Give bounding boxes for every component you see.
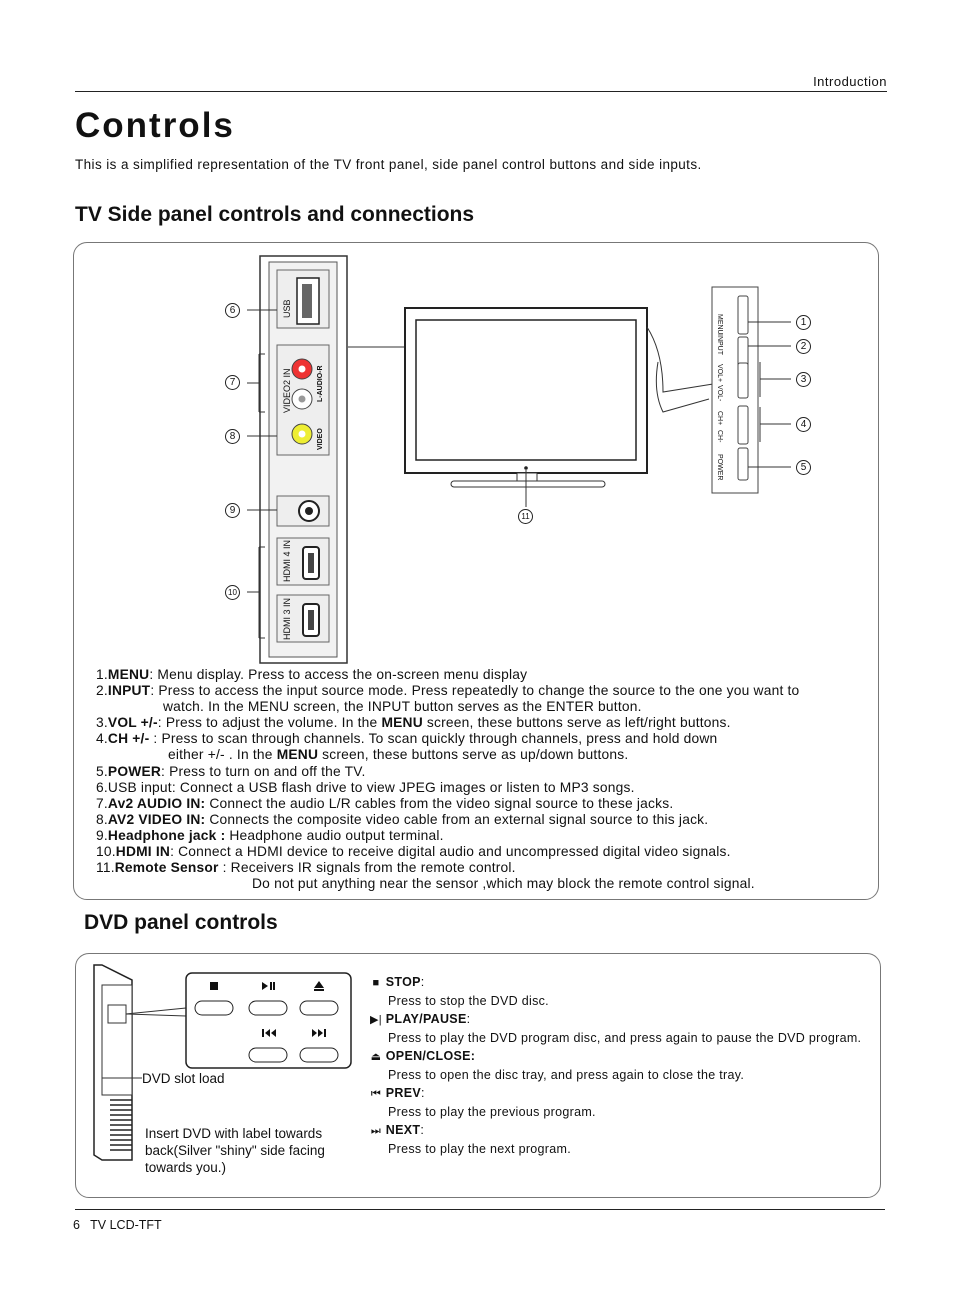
side-panel-diagram <box>247 255 791 664</box>
callout-2: 2 <box>796 339 811 354</box>
dvd-insert-note: Insert DVD with label towards back(Silve… <box>145 1126 325 1175</box>
dvd-panel-box <box>75 953 881 1198</box>
list-item: ▶| PLAY/PAUSE: Press to play the DVD pro… <box>370 1012 862 1045</box>
callout-1: 1 <box>796 315 811 330</box>
controls-list: 1.MENU: Menu display. Press to access th… <box>96 667 876 892</box>
footer-product: TV LCD-TFT <box>90 1218 162 1232</box>
list-item: 3.VOL +/-: Press to adjust the volume. I… <box>96 715 731 731</box>
stop-icon: ■ <box>372 977 380 989</box>
page-title: Controls <box>75 106 235 145</box>
ch-plus-label: CH+ <box>716 411 723 426</box>
ch-minus-label: CH- <box>716 430 723 443</box>
intro-text: This is a simplified representation of t… <box>75 157 702 172</box>
header-divider <box>75 91 887 92</box>
list-item: ⏭ NEXT: Press to play the next program. <box>370 1123 571 1156</box>
power-button-label: POWER <box>716 454 723 481</box>
pad-stop-icon <box>210 982 218 990</box>
list-item-cont: watch. In the MENU screen, the INPUT but… <box>163 699 642 715</box>
callout-8: 8 <box>225 429 240 444</box>
list-item: 9.Headphone jack : Headphone audio outpu… <box>96 827 444 843</box>
list-item: 5.POWER: Press to turn on and off the TV… <box>96 763 366 779</box>
list-item: 10.HDMI IN: Connect a HDMI device to rec… <box>96 844 731 860</box>
remote-sensor <box>524 466 528 470</box>
list-item: ⏏ OPEN/CLOSE: Press to open the disc tra… <box>370 1049 745 1082</box>
list-item: 11.Remote Sensor : Receivers IR signals … <box>96 860 516 876</box>
list-item: ■ STOP: Press to stop the DVD disc. <box>370 975 885 1012</box>
vol-minus-label: VOL- <box>716 385 723 402</box>
list-item: 4.CH +/- : Press to scan through channel… <box>96 731 718 747</box>
prev-icon: ⏮ <box>370 1088 382 1100</box>
list-item: 2.INPUT: Press to access the input sourc… <box>96 683 800 699</box>
side-panel-heading: TV Side panel controls and connections <box>75 203 475 226</box>
next-icon: ⏭ <box>370 1125 382 1137</box>
side-panel-box <box>73 242 879 900</box>
menu-button-label: MENU <box>716 314 723 335</box>
callout-9: 9 <box>225 503 240 518</box>
footer: 6 TV LCD-TFT <box>73 1218 162 1232</box>
vol-plus-label: VOL+ <box>716 364 723 383</box>
play-pause-icon: ▶| <box>370 1014 382 1026</box>
callout-3: 3 <box>796 372 811 387</box>
list-item: 1.MENU: Menu display. Press to access th… <box>96 667 528 682</box>
list-item-cont: Do not put anything near the sensor ,whi… <box>252 876 755 892</box>
footer-divider <box>75 1209 885 1210</box>
callout-5: 5 <box>796 460 811 475</box>
dvd-button-list: ■ STOP: Press to stop the DVD disc. ▶| P… <box>370 975 885 1160</box>
tv-stand <box>450 480 606 488</box>
list-item: 8.AV2 VIDEO IN: Connects the composite v… <box>96 811 709 827</box>
eject-icon: ⏏ <box>370 1051 382 1063</box>
page-number: 6 <box>73 1218 80 1232</box>
hdmi4-label: HDMI 4 IN <box>282 539 292 582</box>
video2-label: VIDEO2 IN <box>282 368 292 413</box>
callout-10: 10 <box>225 585 240 600</box>
dvd-panel-diagram <box>93 964 352 1161</box>
dvd-control-pad <box>185 972 352 1069</box>
audio-label: L-AUDIO-R <box>317 365 324 402</box>
callout-11: 11 <box>518 509 533 524</box>
tv-screen <box>415 319 637 461</box>
dvd-panel-heading: DVD panel controls <box>84 911 278 934</box>
section-label: Introduction <box>813 74 887 89</box>
usb-label: USB <box>282 299 292 318</box>
video-label: VIDEO <box>317 428 324 450</box>
callout-6: 6 <box>225 303 240 318</box>
hdmi3-label: HDMI 3 IN <box>282 597 292 640</box>
list-item: ⏮ PREV: Press to play the previous progr… <box>370 1086 596 1119</box>
side-buttons-panel <box>711 286 759 494</box>
callout-4: 4 <box>796 417 811 432</box>
dvd-slot-label: DVD slot load <box>142 1071 225 1086</box>
input-button-label: INPUT <box>716 334 723 355</box>
callout-7: 7 <box>225 375 240 390</box>
list-item: 7.Av2 AUDIO IN: Connect the audio L/R ca… <box>96 795 674 811</box>
list-item-cont: either +/- . In the MENU screen, these b… <box>168 747 629 763</box>
list-item: 6.USB input: Connect a USB flash drive t… <box>96 779 635 795</box>
